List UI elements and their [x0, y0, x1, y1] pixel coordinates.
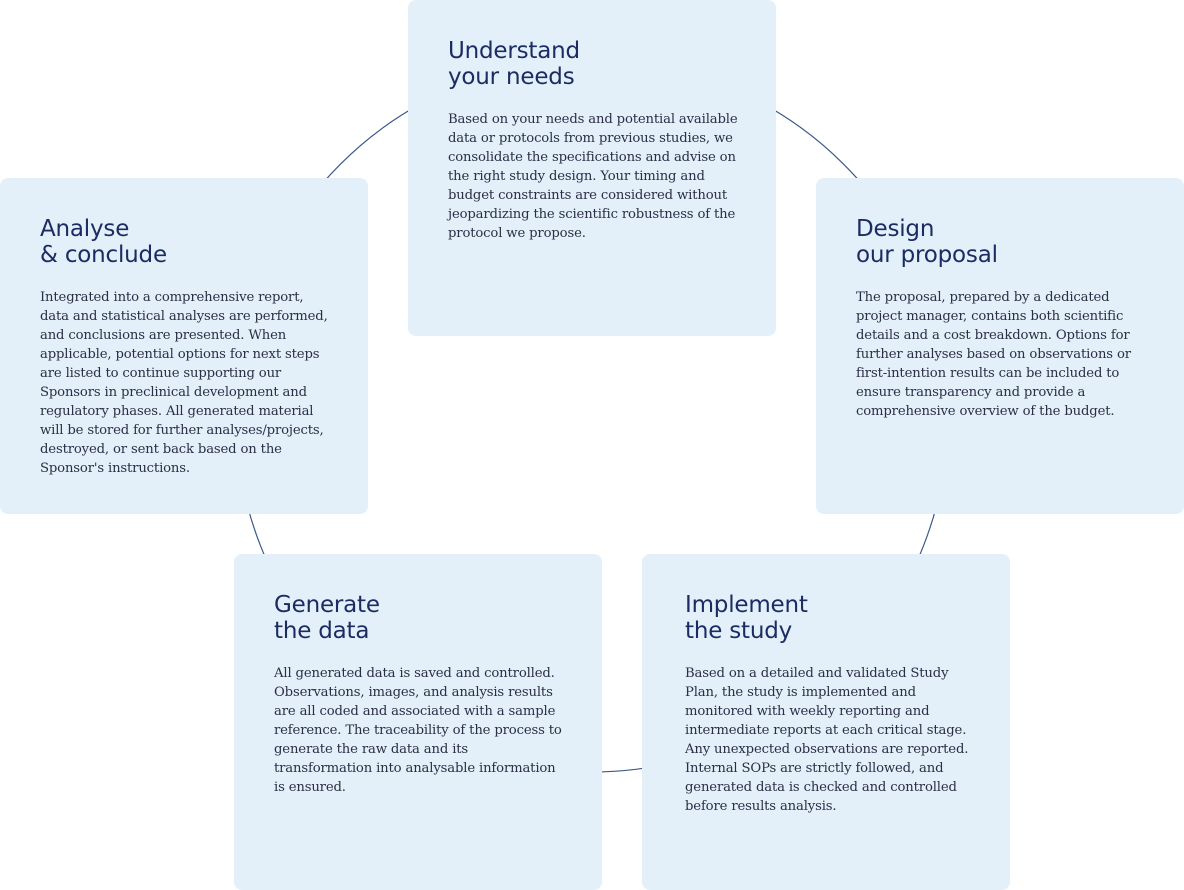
step-card-implement-the-study: Implement the study Based on a detailed … — [642, 554, 1010, 890]
step-title: Analyse & conclude — [40, 216, 334, 268]
step-title-line-2: your needs — [448, 64, 575, 90]
step-title-line-2: the study — [685, 618, 793, 644]
step-title: Implement the study — [685, 592, 976, 644]
step-title-line-1: Analyse — [40, 216, 130, 242]
step-card-design-our-proposal: Design our proposal The proposal, prepar… — [816, 178, 1184, 514]
step-title-line-1: Implement — [685, 592, 808, 618]
step-description: All generated data is saved and controll… — [274, 666, 562, 795]
step-title: Generate the data — [274, 592, 568, 644]
step-title-line-2: the data — [274, 618, 370, 644]
step-title: Understand your needs — [448, 38, 742, 90]
step-card-generate-the-data: Generate the data All generated data is … — [234, 554, 602, 890]
step-card-analyse-and-conclude: Analyse & conclude Integrated into a com… — [0, 178, 368, 514]
step-title: Design our proposal — [856, 216, 1150, 268]
step-description: The proposal, prepared by a dedicated pr… — [856, 290, 1131, 419]
step-title-line-1: Generate — [274, 592, 380, 618]
step-title-line-2: & conclude — [40, 242, 167, 268]
step-title-line-1: Understand — [448, 38, 580, 64]
step-description: Based on your needs and potential availa… — [448, 112, 738, 241]
step-description: Based on a detailed and validated Study … — [685, 666, 969, 814]
step-description: Integrated into a comprehensive report, … — [40, 290, 328, 476]
step-title-line-2: our proposal — [856, 242, 998, 268]
step-card-understand-your-needs: Understand your needs Based on your need… — [408, 0, 776, 336]
step-title-line-1: Design — [856, 216, 935, 242]
